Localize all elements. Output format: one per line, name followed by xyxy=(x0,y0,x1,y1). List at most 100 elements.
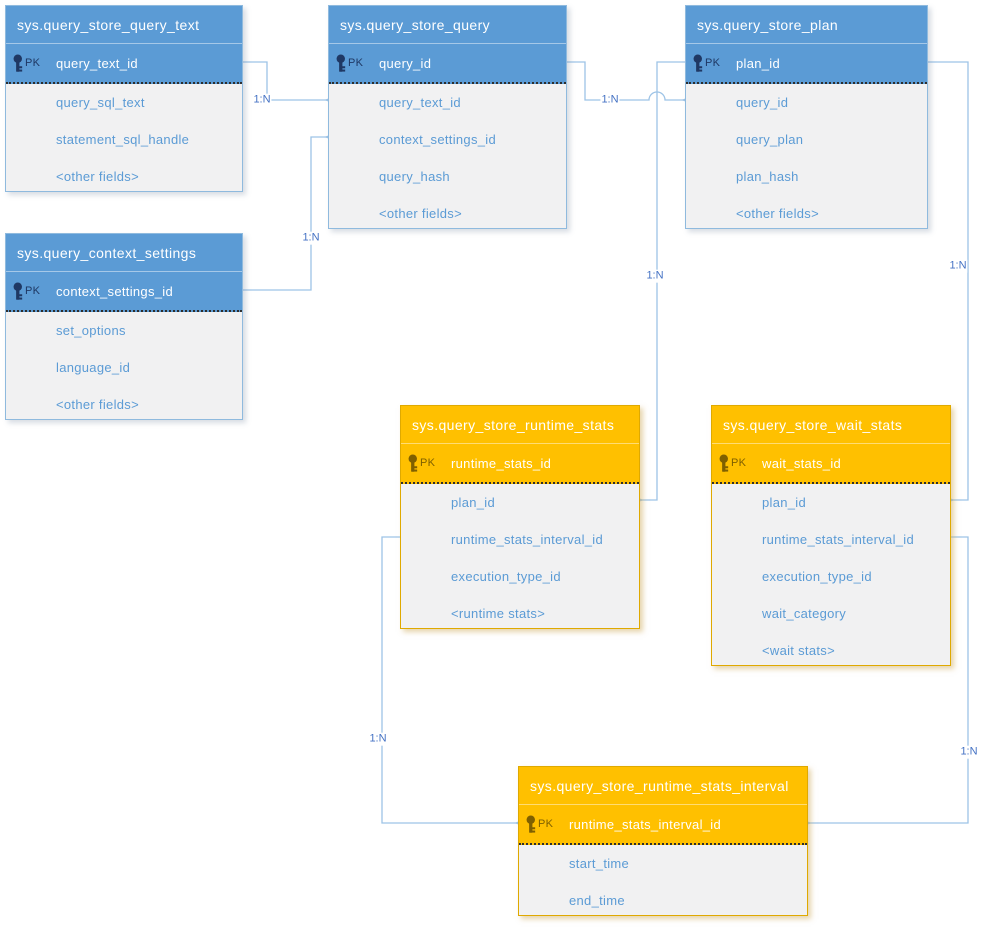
field-name: execution_type_id xyxy=(451,569,561,584)
field-name: plan_id xyxy=(451,495,496,510)
field-name: query_id xyxy=(736,95,789,110)
field-name: end_time xyxy=(569,893,625,908)
field-name: <other fields> xyxy=(736,206,819,221)
field-row: execution_type_id xyxy=(712,558,950,595)
field-name: <other fields> xyxy=(56,397,139,412)
key-icon-wrap: PK xyxy=(719,454,746,473)
relationship-line-5 xyxy=(381,536,516,824)
field-name: set_options xyxy=(56,323,126,338)
field-row: plan_id xyxy=(401,484,639,521)
pk-field-name: wait_stats_id xyxy=(762,455,842,471)
field-row: query_plan xyxy=(686,121,927,158)
pk-field-name: runtime_stats_id xyxy=(451,455,552,471)
pk-row: PK query_id xyxy=(329,44,566,84)
pk-field-name: runtime_stats_interval_id xyxy=(569,816,722,832)
key-icon-wrap: PK xyxy=(693,54,720,73)
field-row: start_time xyxy=(519,845,807,882)
field-name: plan_hash xyxy=(736,169,799,184)
table-title-text: sys.query_store_query_text xyxy=(17,16,200,33)
cardinality-label: 1:N xyxy=(252,93,272,107)
field-name: query_sql_text xyxy=(56,95,145,110)
field-row: wait_category xyxy=(712,595,950,632)
field-row: <other fields> xyxy=(6,386,242,423)
key-icon-wrap: PK xyxy=(336,54,363,73)
pk-badge: PK xyxy=(420,457,436,469)
key-icon xyxy=(719,454,729,472)
pk-row: PK context_settings_id xyxy=(6,272,242,312)
field-row: query_id xyxy=(686,84,927,121)
pk-badge: PK xyxy=(538,818,554,830)
field-name: execution_type_id xyxy=(762,569,872,584)
table-title: sys.query_store_runtime_stats_interval xyxy=(519,767,807,805)
field-row: <other fields> xyxy=(6,158,242,195)
relationship-line-6 xyxy=(810,536,969,824)
field-row: statement_sql_handle xyxy=(6,121,242,158)
field-name: runtime_stats_interval_id xyxy=(451,532,604,547)
field-name: <other fields> xyxy=(379,206,462,221)
field-row: query_hash xyxy=(329,158,566,195)
field-row: <other fields> xyxy=(686,195,927,232)
key-icon-wrap: PK xyxy=(13,282,40,301)
field-name: query_text_id xyxy=(379,95,461,110)
field-name: <other fields> xyxy=(56,169,139,184)
pk-row: PK runtime_stats_id xyxy=(401,444,639,484)
field-row: execution_type_id xyxy=(401,558,639,595)
key-icon xyxy=(693,54,703,72)
key-icon xyxy=(13,54,23,72)
pk-row: PK runtime_stats_interval_id xyxy=(519,805,807,845)
relationship-line-0 xyxy=(243,61,326,101)
table-title: sys.query_store_query_text xyxy=(6,6,242,44)
table-title-text: sys.query_store_query xyxy=(340,16,491,33)
pk-row: PK wait_stats_id xyxy=(712,444,950,484)
field-name: <wait stats> xyxy=(762,643,835,658)
table-title: sys.query_store_plan xyxy=(686,6,927,44)
table-title: sys.query_context_settings xyxy=(6,234,242,272)
field-name: query_hash xyxy=(379,169,450,184)
field-name: wait_category xyxy=(762,606,847,621)
key-icon xyxy=(526,815,536,833)
table-title: sys.query_store_query xyxy=(329,6,566,44)
cardinality-label: 1:N xyxy=(645,269,665,283)
key-icon xyxy=(408,454,418,472)
relationship-line-4 xyxy=(928,61,969,501)
cardinality-label: 1:N xyxy=(600,93,620,107)
pk-field-name: context_settings_id xyxy=(56,283,173,299)
field-name: language_id xyxy=(56,360,131,375)
pk-badge: PK xyxy=(731,457,747,469)
field-row: set_options xyxy=(6,312,242,349)
field-name: plan_id xyxy=(762,495,807,510)
field-row: query_text_id xyxy=(329,84,566,121)
relationship-line-1 xyxy=(243,136,326,291)
pk-field-name: query_text_id xyxy=(56,55,138,71)
field-row: <runtime stats> xyxy=(401,595,639,632)
table-title: sys.query_store_runtime_stats xyxy=(401,406,639,444)
field-name: query_plan xyxy=(736,132,804,147)
field-name: <runtime stats> xyxy=(451,606,546,621)
table-title-text: sys.query_context_settings xyxy=(17,244,197,261)
cardinality-label: 1:N xyxy=(368,732,388,746)
field-name: statement_sql_handle xyxy=(56,132,190,147)
field-name: context_settings_id xyxy=(379,132,496,147)
key-icon-wrap: PK xyxy=(408,454,435,473)
table-title-text: sys.query_store_runtime_stats xyxy=(412,416,615,433)
pk-field-name: query_id xyxy=(379,55,432,71)
field-row: <other fields> xyxy=(329,195,566,232)
field-name: runtime_stats_interval_id xyxy=(762,532,915,547)
pk-badge: PK xyxy=(705,57,721,69)
key-icon xyxy=(336,54,346,72)
cardinality-label: 1:N xyxy=(948,259,968,273)
field-row: language_id xyxy=(6,349,242,386)
field-row: runtime_stats_interval_id xyxy=(401,521,639,558)
table-title-text: sys.query_store_wait_stats xyxy=(723,416,903,433)
pk-badge: PK xyxy=(25,285,41,297)
field-row: plan_id xyxy=(712,484,950,521)
field-name: start_time xyxy=(569,856,630,871)
